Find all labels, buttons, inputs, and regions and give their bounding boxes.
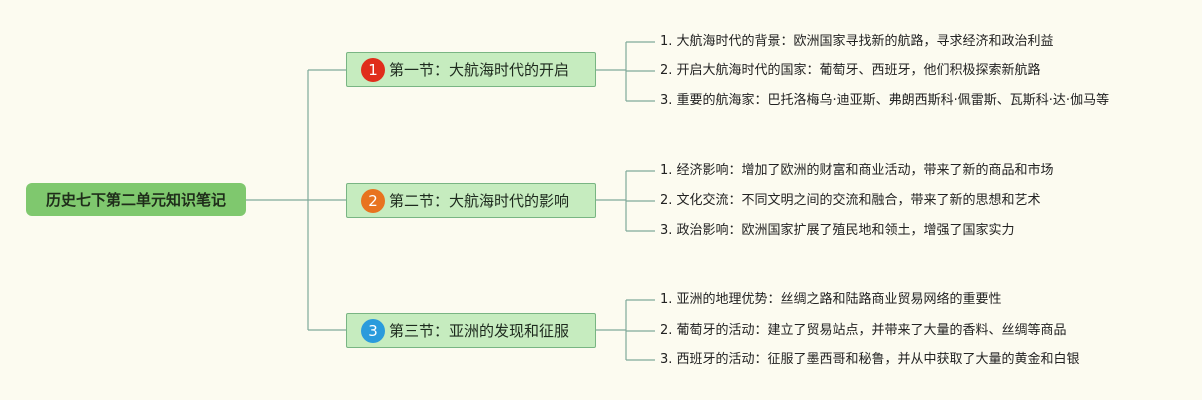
- section-1-item-3[interactable]: 3. 重要的航海家：巴托洛梅乌·迪亚斯、弗朗西斯科·佩雷斯、瓦斯科·达·伽马等: [660, 93, 1110, 108]
- section-3[interactable]: 3 第三节：亚洲的发现和征服: [346, 313, 596, 348]
- root-topic[interactable]: 历史七下第二单元知识笔记: [26, 183, 246, 216]
- section-3-item-2[interactable]: 2. 葡萄牙的活动：建立了贸易站点，并带来了大量的香料、丝绸等商品: [660, 323, 1067, 338]
- section-1-item-1[interactable]: 1. 大航海时代的背景：欧洲国家寻找新的航路，寻求经济和政治利益: [660, 34, 1054, 49]
- section-2-number-badge: 2: [361, 188, 385, 213]
- section-3-item-3[interactable]: 3. 西班牙的活动：征服了墨西哥和秘鲁，并从中获取了大量的黄金和白银: [660, 352, 1080, 367]
- section-1-number-badge: 1: [361, 57, 385, 82]
- section-2-title: 第二节：大航海时代的影响: [389, 192, 570, 210]
- section-2[interactable]: 2 第二节：大航海时代的影响: [346, 183, 596, 218]
- section-2-item-2[interactable]: 2. 文化交流：不同文明之间的交流和融合，带来了新的思想和艺术: [660, 193, 1041, 208]
- root-topic-label: 历史七下第二单元知识笔记: [45, 191, 226, 209]
- section-1-title: 第一节：大航海时代的开启: [389, 61, 570, 79]
- section-2-item-3[interactable]: 3. 政治影响：欧洲国家扩展了殖民地和领土，增强了国家实力: [660, 223, 1015, 238]
- section-3-number-badge: 3: [361, 318, 385, 343]
- section-3-item-1[interactable]: 1. 亚洲的地理优势：丝绸之路和陆路商业贸易网络的重要性: [660, 292, 1002, 307]
- section-3-title: 第三节：亚洲的发现和征服: [389, 322, 570, 340]
- section-2-item-1[interactable]: 1. 经济影响：增加了欧洲的财富和商业活动，带来了新的商品和市场: [660, 163, 1054, 178]
- section-1-item-2[interactable]: 2. 开启大航海时代的国家：葡萄牙、西班牙，他们积极探索新航路: [660, 63, 1041, 78]
- section-1[interactable]: 1 第一节：大航海时代的开启: [346, 52, 596, 87]
